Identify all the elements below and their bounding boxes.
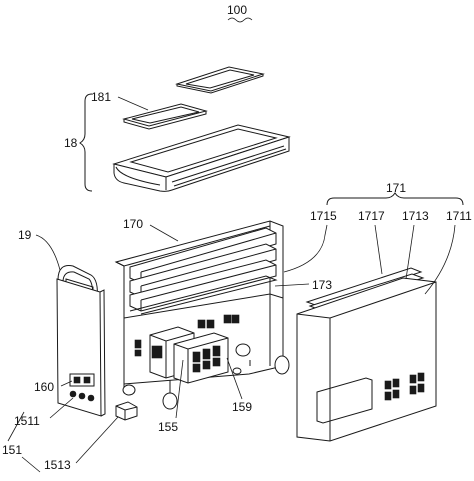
label-1713: 1713 — [402, 209, 429, 223]
leader-160 — [60, 380, 73, 387]
storage-trays-173 — [129, 227, 278, 315]
fan-unit-159 — [173, 332, 229, 384]
leader-155 — [175, 359, 184, 419]
control-module-160 — [69, 373, 95, 387]
leader-151-a — [7, 411, 25, 442]
leader-1715 — [283, 224, 328, 273]
leader-170 — [149, 224, 179, 242]
label-1717: 1717 — [358, 209, 385, 223]
label-181: 181 — [91, 90, 111, 104]
label-1715: 1715 — [310, 209, 337, 223]
leader-1717 — [374, 224, 383, 275]
figure-number: 100 — [227, 3, 247, 17]
connector-1513 — [115, 401, 138, 421]
front-panel-assembly — [296, 192, 464, 442]
figure-number-tilde — [227, 17, 253, 23]
label-1511: 1511 — [14, 414, 40, 428]
lid-assembly-bracket — [79, 93, 93, 192]
label-18: 18 — [64, 136, 78, 150]
label-170: 170 — [123, 217, 143, 231]
glass-panel-181 — [122, 103, 208, 130]
panel-vents — [384, 372, 425, 401]
leader-1713 — [405, 224, 415, 280]
panel-window — [316, 377, 373, 424]
label-1513: 1513 — [44, 458, 71, 472]
leader-1513 — [75, 416, 119, 464]
label-155: 155 — [158, 420, 178, 434]
lid-frame — [112, 124, 291, 192]
label-151: 151 — [2, 443, 22, 457]
leader-1511 — [49, 397, 74, 419]
leader-181 — [117, 96, 149, 111]
leader-159 — [226, 357, 243, 400]
label-19: 19 — [18, 228, 32, 242]
leader-1711 — [424, 224, 456, 295]
leader-173 — [274, 283, 310, 287]
panel-1711 — [296, 277, 437, 442]
label-159: 159 — [232, 400, 252, 414]
front-panel-brace — [326, 192, 464, 206]
glass-panel-upper — [175, 66, 265, 94]
lower-compartment-vents — [134, 314, 240, 357]
casters — [122, 343, 290, 410]
label-171: 171 — [386, 181, 406, 195]
label-1711: 1711 — [446, 209, 472, 223]
leader-151-b — [21, 456, 41, 473]
label-160: 160 — [34, 380, 54, 394]
leader-19 — [35, 234, 61, 271]
label-173: 173 — [312, 278, 332, 292]
socket-1511 — [69, 390, 95, 402]
cabinet-body — [114, 220, 290, 410]
lid-assembly — [79, 66, 291, 192]
